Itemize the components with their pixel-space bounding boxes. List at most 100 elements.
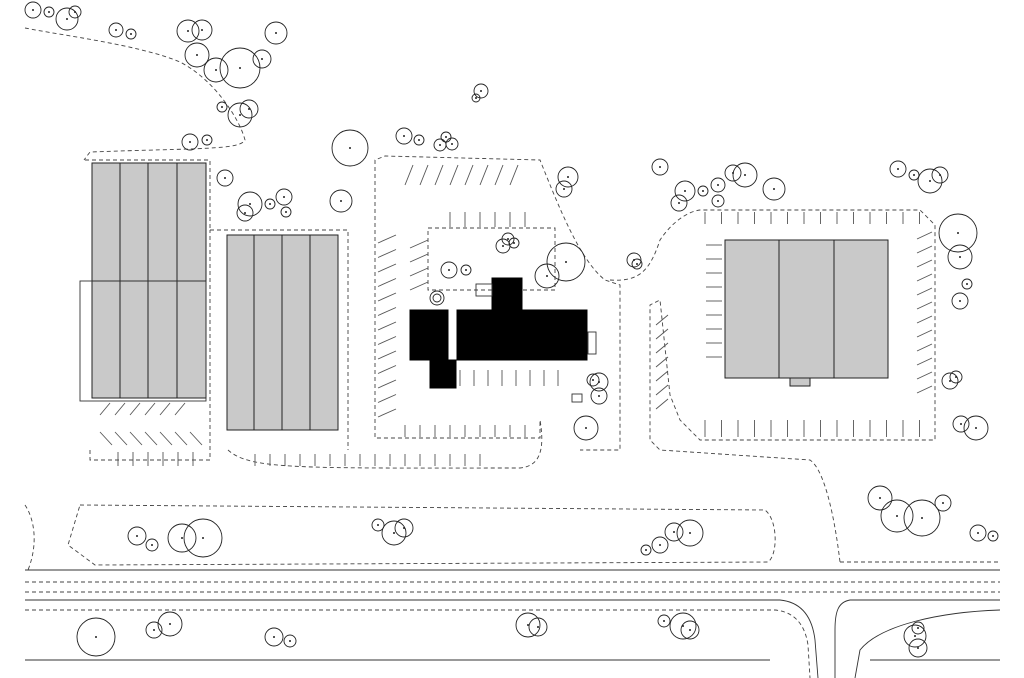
tree-trunk — [673, 531, 675, 533]
tree-trunk — [189, 141, 191, 143]
parking-stall-line — [449, 164, 459, 186]
tree-trunk — [169, 623, 171, 625]
tree-trunk — [966, 283, 968, 285]
parking-stall-line — [916, 315, 933, 324]
parking-stall-line — [479, 164, 489, 186]
tree-trunk — [393, 532, 395, 534]
tree-canopy — [710, 177, 726, 193]
tree-canopy — [280, 206, 292, 218]
tree-canopy — [889, 160, 907, 178]
tree-canopy — [183, 518, 223, 558]
parking-stall-line — [377, 379, 397, 389]
tree-trunk — [585, 427, 587, 429]
tree-canopy — [127, 526, 147, 546]
tree-trunk — [917, 647, 919, 649]
parking-stall-line — [464, 164, 474, 186]
tree-canopy — [381, 520, 407, 546]
tree-trunk — [181, 537, 183, 539]
parking-stall-line — [916, 287, 933, 296]
tree-trunk — [201, 29, 203, 31]
parking-stall-line — [174, 402, 186, 416]
tree-trunk — [340, 200, 342, 202]
tree-canopy — [508, 237, 520, 249]
tree-trunk — [215, 69, 217, 71]
parking-stall-line — [404, 164, 414, 186]
tree-canopy — [445, 137, 459, 151]
tree-canopy — [732, 162, 758, 188]
tree-canopy — [252, 49, 272, 69]
tree-trunk — [959, 256, 961, 258]
parking-stall-line — [916, 385, 933, 394]
tree-canopy — [546, 242, 586, 282]
tree-trunk — [659, 544, 661, 546]
parking-stalls-left-center — [377, 234, 429, 418]
parking-stall-line — [419, 164, 429, 186]
tree-canopy — [724, 164, 742, 182]
tree-canopy — [680, 620, 700, 640]
tree-canopy — [676, 519, 704, 547]
road — [25, 569, 1001, 678]
tree-canopy — [573, 415, 599, 441]
tree-canopy — [674, 180, 696, 202]
tree-canopy — [651, 536, 669, 554]
parking-stall-line — [655, 342, 669, 354]
tree-canopy — [264, 627, 284, 647]
tree-canopy — [651, 158, 669, 176]
tree-trunk — [403, 135, 405, 137]
tree-canopy — [43, 6, 55, 18]
tree-canopy — [237, 191, 263, 217]
parking-stalls-top-center — [404, 164, 526, 227]
tree-trunk — [896, 515, 898, 517]
tree-canopy — [669, 612, 697, 640]
parking-stall-line — [129, 402, 141, 416]
tree-canopy — [670, 194, 688, 212]
parking-stall-line — [655, 314, 669, 326]
tree-canopy — [176, 19, 200, 43]
tree-trunk — [239, 114, 241, 116]
tree-trunk — [513, 242, 515, 244]
parking-stall-line — [99, 402, 111, 416]
parking-stall-line — [129, 431, 143, 446]
tree-canopy — [952, 415, 970, 433]
parking-stall-line — [99, 431, 113, 446]
tree-trunk — [130, 33, 132, 35]
tree-trunk — [66, 18, 68, 20]
tree-canopy — [167, 523, 197, 553]
tree-trunk — [115, 29, 117, 31]
building-left — [79, 162, 207, 402]
tree-canopy — [903, 624, 927, 648]
tree-canopy — [880, 499, 914, 533]
tree-trunk — [914, 635, 916, 637]
parking-stall-line — [159, 402, 171, 416]
tree-trunk — [592, 379, 594, 381]
parking-stall-line — [377, 408, 397, 418]
parking-stall-line — [916, 273, 933, 282]
walkway-paths — [24, 27, 1000, 571]
tree-canopy — [275, 188, 293, 206]
tree-trunk — [663, 620, 665, 622]
tree-canopy — [181, 133, 199, 151]
trees — [24, 1, 999, 658]
tree-canopy — [236, 204, 254, 222]
parking-stall-line — [409, 253, 429, 263]
roof-buildings — [79, 162, 889, 431]
tree-trunk — [975, 427, 977, 429]
parking-stall-line — [377, 321, 397, 331]
tree-trunk — [897, 168, 899, 170]
tree-canopy — [191, 19, 213, 41]
tree-trunk — [273, 636, 275, 638]
tree-trunk — [269, 203, 271, 205]
tree-canopy — [227, 102, 253, 128]
parking-stall-line — [916, 329, 933, 338]
parking-stall-line — [916, 301, 933, 310]
tree-trunk — [285, 211, 287, 213]
tree-canopy — [201, 134, 213, 146]
parking-stall-line — [509, 164, 519, 186]
tree-canopy — [931, 166, 949, 184]
main-building — [409, 277, 597, 403]
tree-canopy — [460, 264, 472, 276]
tree-trunk — [95, 636, 97, 638]
tree-trunk — [151, 544, 153, 546]
tree-canopy — [949, 370, 963, 384]
